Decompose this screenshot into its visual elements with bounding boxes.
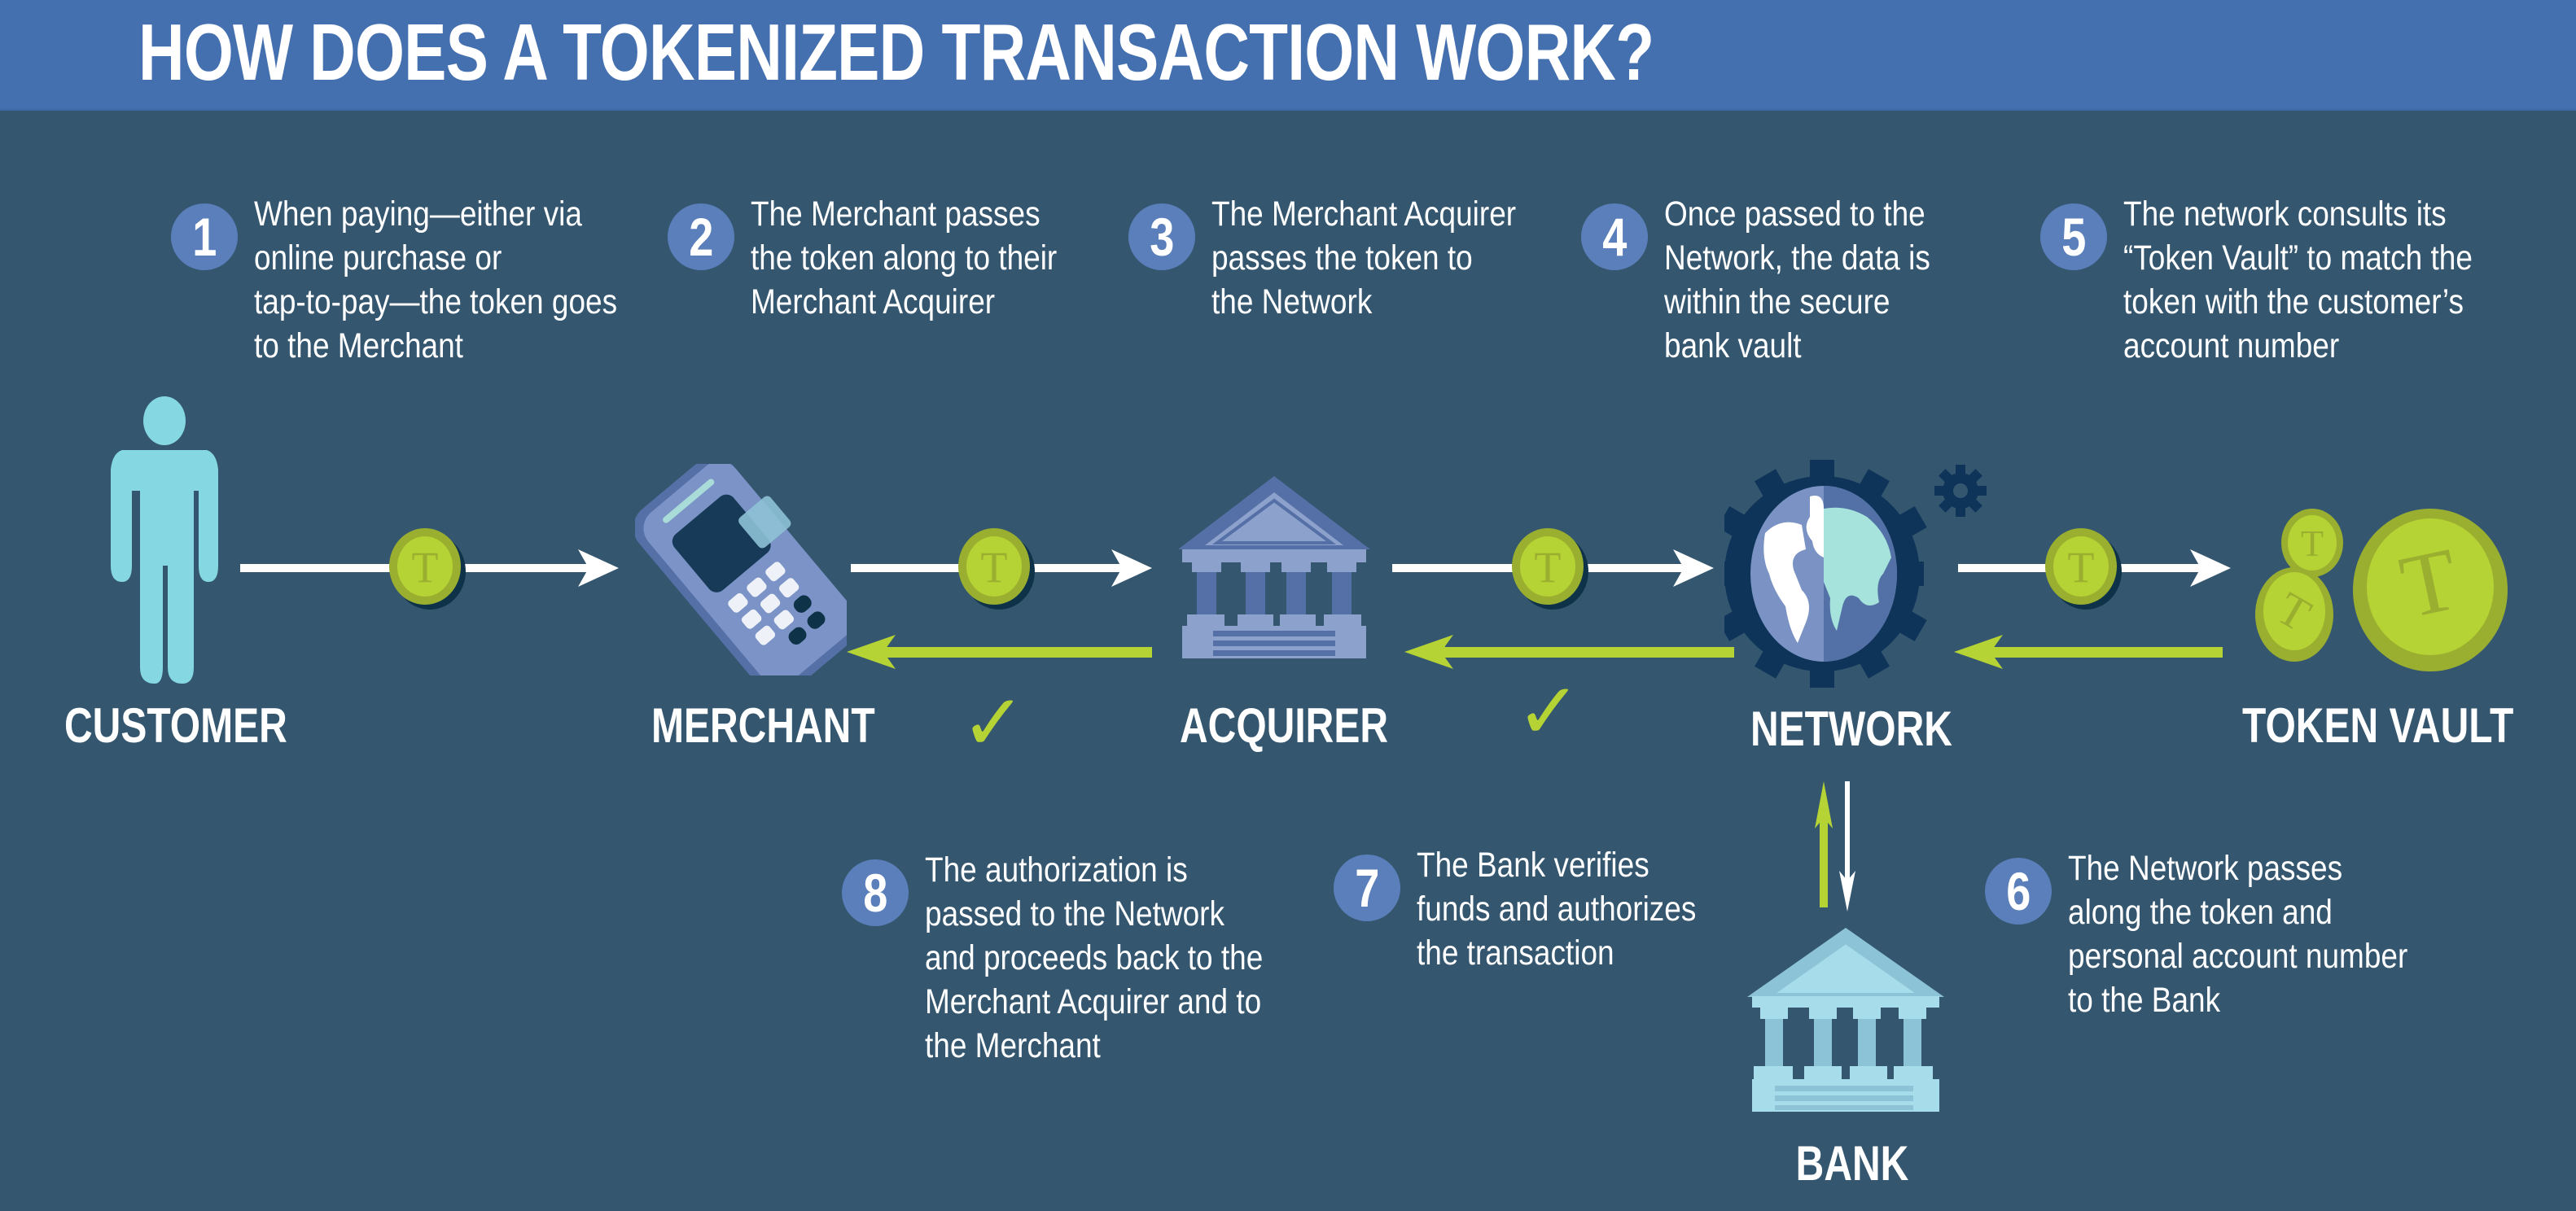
step-2: 2 The Merchant passes the token along to…	[668, 192, 1106, 324]
step-description: The Merchant passes the token along to t…	[751, 195, 1058, 321]
network-globe-gear-icon	[1724, 460, 1987, 688]
return-arrow-acquirer-to-merchant	[847, 635, 1152, 669]
step-description: Once passed to the Network, the data is …	[1664, 195, 1930, 365]
step-6: 6 The Network passes along the token and…	[1985, 846, 2463, 1022]
step-description: The Bank verifies funds and authorizes t…	[1417, 846, 1697, 973]
step-number-badge: 3	[1128, 203, 1195, 270]
step-description: The network consults its “Token Vault” t…	[2123, 195, 2473, 365]
step-number-badge: 5	[2040, 203, 2107, 270]
step-description: The Merchant Acquirer passes the token t…	[1211, 195, 1517, 321]
node-label-merchant: MERCHANT	[651, 698, 875, 753]
node-label-bank: BANK	[1795, 1136, 1909, 1191]
vertical-arrows-network-bank	[1815, 781, 1855, 912]
node-label-network: NETWORK	[1750, 702, 1952, 756]
token-coin-icon: T	[2045, 528, 2122, 610]
step-1: 1 When paying—either via online purchase…	[171, 192, 677, 368]
forward-arrow-network-to-token-vault: T	[1958, 528, 2231, 610]
header-banner: HOW DOES A TOKENIZED TRANSACTION WORK?	[0, 0, 2576, 111]
step-description: The Network passes along the token and p…	[2068, 849, 2408, 1020]
token-coin-icon: T	[389, 528, 466, 610]
step-3: 3 The Merchant Acquirer passes the token…	[1128, 192, 1566, 324]
svg-text:T: T	[981, 543, 1008, 592]
step-number-badge: 2	[668, 203, 734, 270]
step-number-badge: 6	[1985, 858, 2052, 925]
checkmark-icon: ✓	[1516, 666, 1582, 757]
return-arrow-token-vault-to-network	[1954, 635, 2223, 669]
step-number-badge: 4	[1581, 203, 1648, 270]
token-vault-coins-icon: T T T	[2255, 509, 2508, 671]
svg-text:T: T	[412, 543, 439, 592]
person-icon	[111, 396, 218, 684]
step-7: 7 The Bank verifies funds and authorizes…	[1334, 843, 1741, 975]
step-number-badge: 7	[1334, 855, 1400, 921]
bank-icon	[1747, 928, 1944, 1112]
token-coin-icon: T	[1512, 528, 1588, 610]
forward-arrow-acquirer-to-network: T	[1392, 528, 1714, 610]
forward-arrow-merchant-to-acquirer: T	[851, 528, 1152, 610]
node-label-customer: CUSTOMER	[64, 698, 287, 753]
return-arrow-network-to-acquirer	[1404, 635, 1734, 669]
svg-text:T: T	[1535, 543, 1562, 592]
node-label-token-vault: TOKEN VAULT	[2242, 698, 2514, 753]
step-4: 4 Once passed to the Network, the data i…	[1581, 192, 1974, 368]
step-8: 8 The authorization is passed to the Net…	[842, 848, 1318, 1068]
step-5: 5 The network consults its “Token Vault”…	[2040, 192, 2530, 368]
forward-arrow-customer-to-merchant: T	[240, 528, 619, 610]
acquirer-bank-icon	[1178, 476, 1370, 658]
svg-text:T: T	[2301, 522, 2324, 564]
page-title: HOW DOES A TOKENIZED TRANSACTION WORK?	[138, 7, 1654, 97]
node-label-acquirer: ACQUIRER	[1180, 698, 1389, 753]
checkmark-icon: ✓	[961, 677, 1027, 768]
token-coin-icon: T	[958, 528, 1035, 610]
step-number-badge: 8	[842, 859, 909, 926]
step-description: The authorization is passed to the Netwo…	[925, 850, 1264, 1065]
payment-terminal-icon	[635, 464, 847, 675]
svg-text:T: T	[2068, 543, 2095, 592]
step-description: When paying—either via online purchase o…	[254, 195, 618, 365]
step-number-badge: 1	[171, 203, 238, 270]
